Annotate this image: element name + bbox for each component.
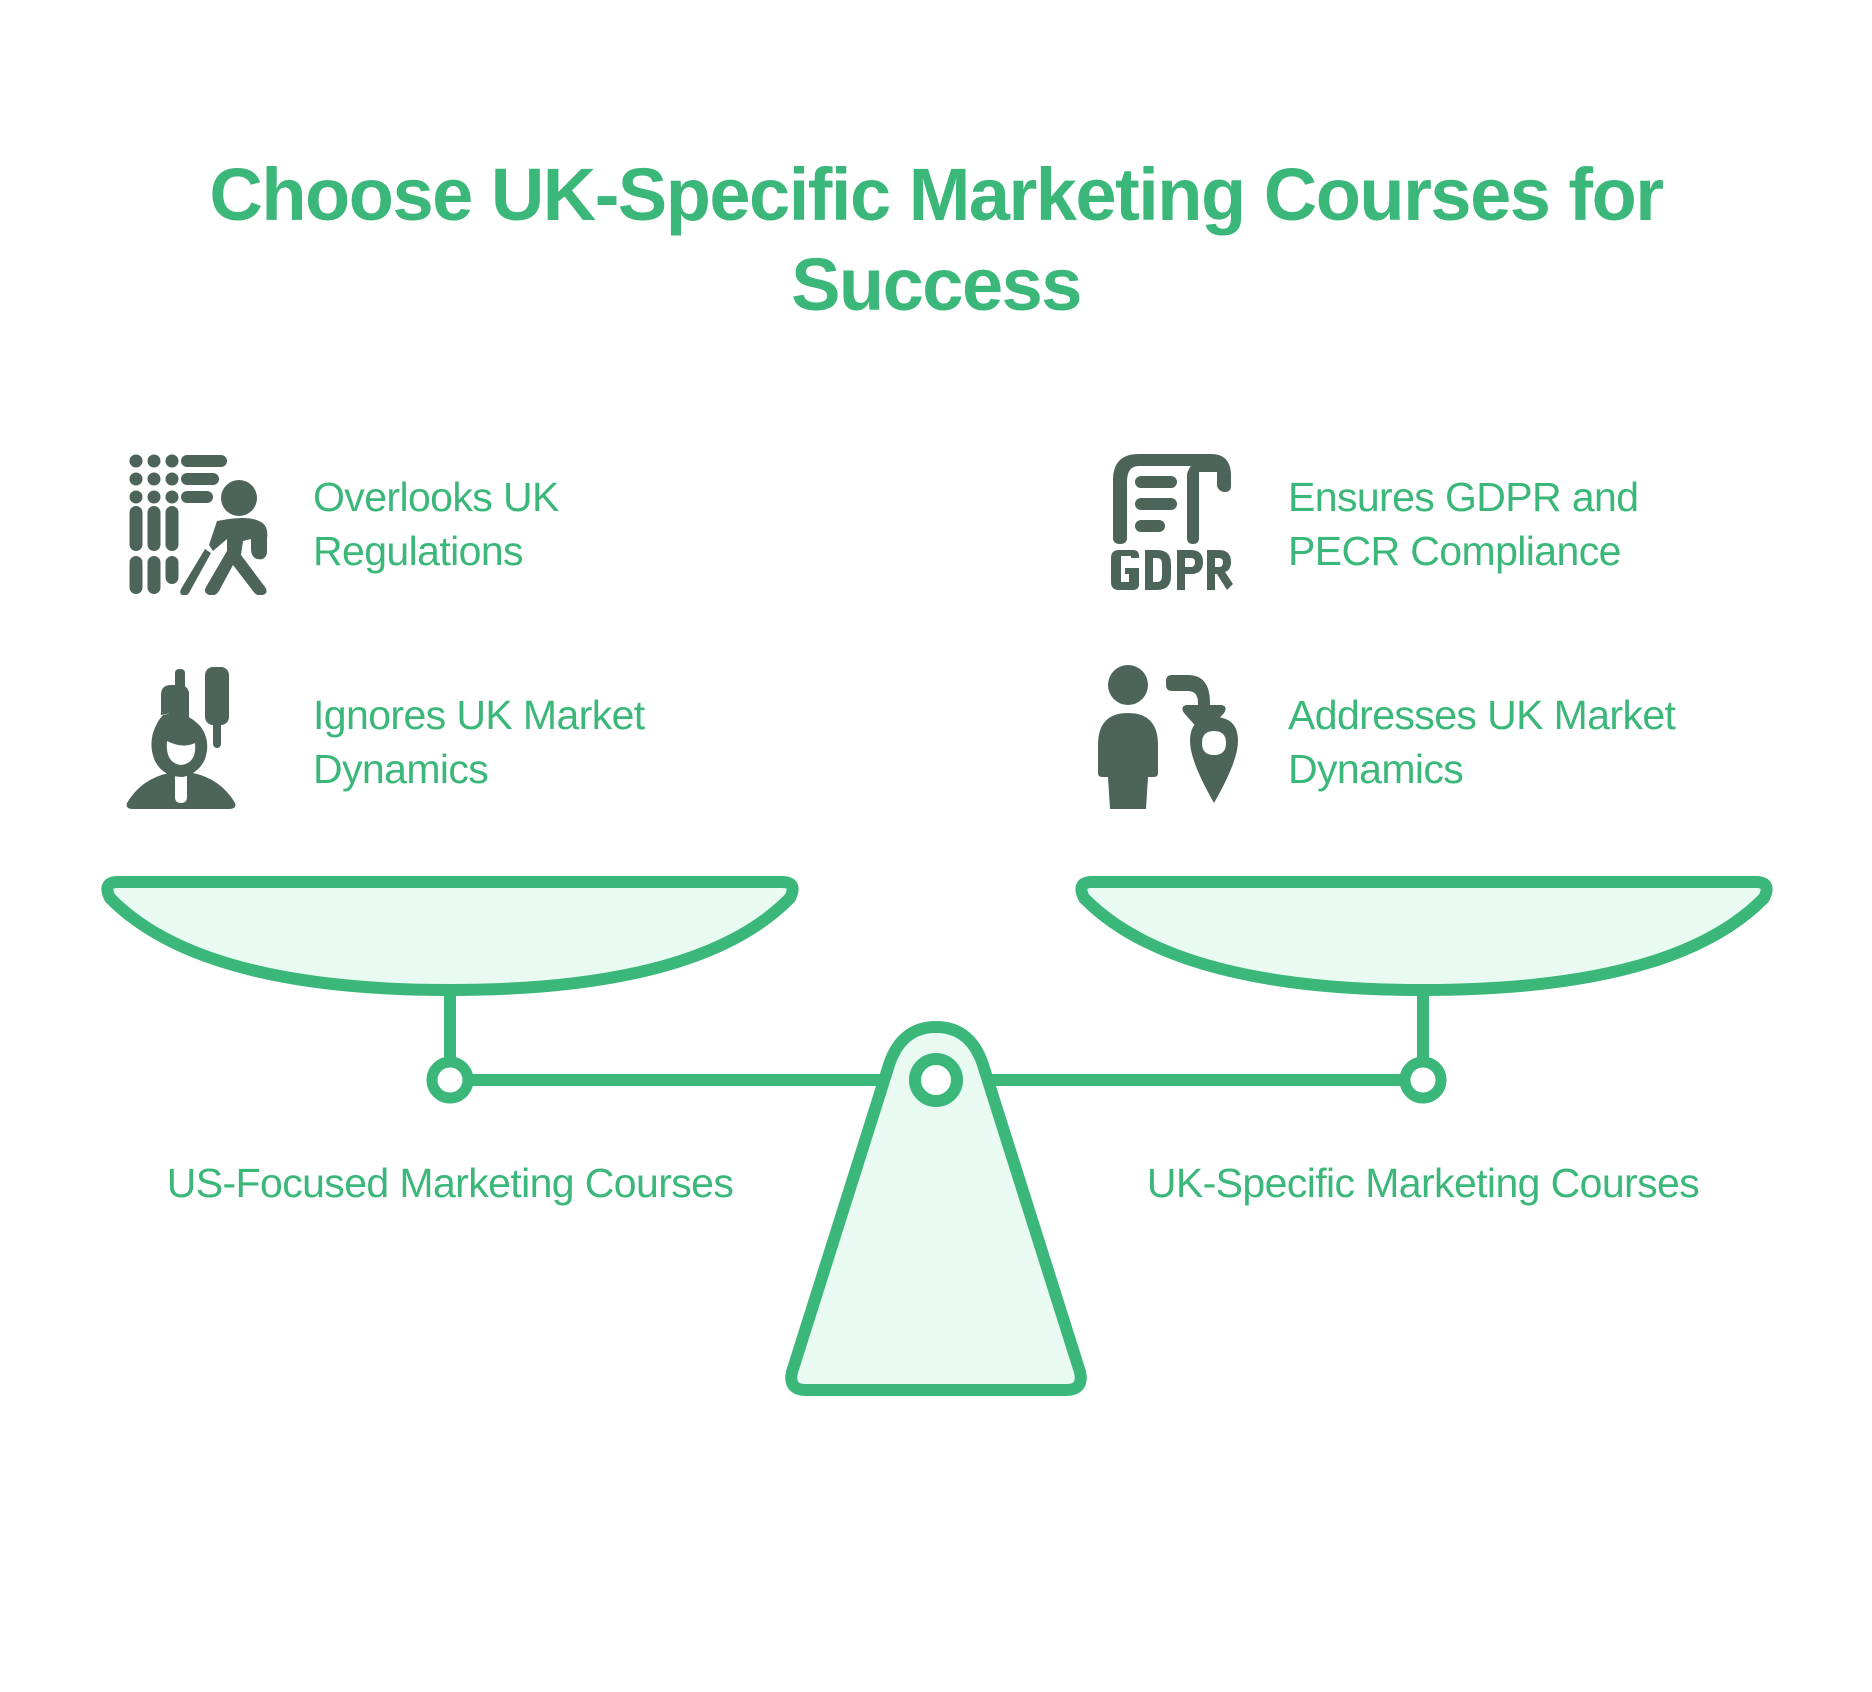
- blind-person-with-cane-icon: [129, 454, 268, 595]
- fulcrum: [785, 1021, 1087, 1396]
- title-line-2: Success: [791, 243, 1082, 326]
- right-pivot: [1399, 1056, 1447, 1104]
- right-option-label: UK-Specific Marketing Courses: [1146, 1160, 1700, 1206]
- page-title: Choose UK-Specific Marketing Courses for…: [0, 150, 1872, 330]
- left-item-text: Ignores UK Market Dynamics: [313, 692, 645, 792]
- center-pivot: [909, 1053, 963, 1107]
- right-item-text: Ensures GDPR and PECR Compliance: [1288, 474, 1639, 574]
- left-item-text: Overlooks UK Regulations: [313, 474, 559, 574]
- person-location-pin-icon: [1098, 665, 1238, 809]
- gdpr-document-icon: [1111, 454, 1233, 590]
- right-item-text: Addresses UK Market Dynamics: [1288, 692, 1676, 792]
- left-pan: [101, 876, 799, 996]
- title-line-1: Choose UK-Specific Marketing Courses for: [209, 153, 1664, 236]
- left-option-label: US-Focused Marketing Courses: [166, 1160, 734, 1206]
- person-with-candlestick-chart-icon: [126, 667, 236, 809]
- left-pivot: [426, 1056, 474, 1104]
- right-pan: [1075, 876, 1773, 996]
